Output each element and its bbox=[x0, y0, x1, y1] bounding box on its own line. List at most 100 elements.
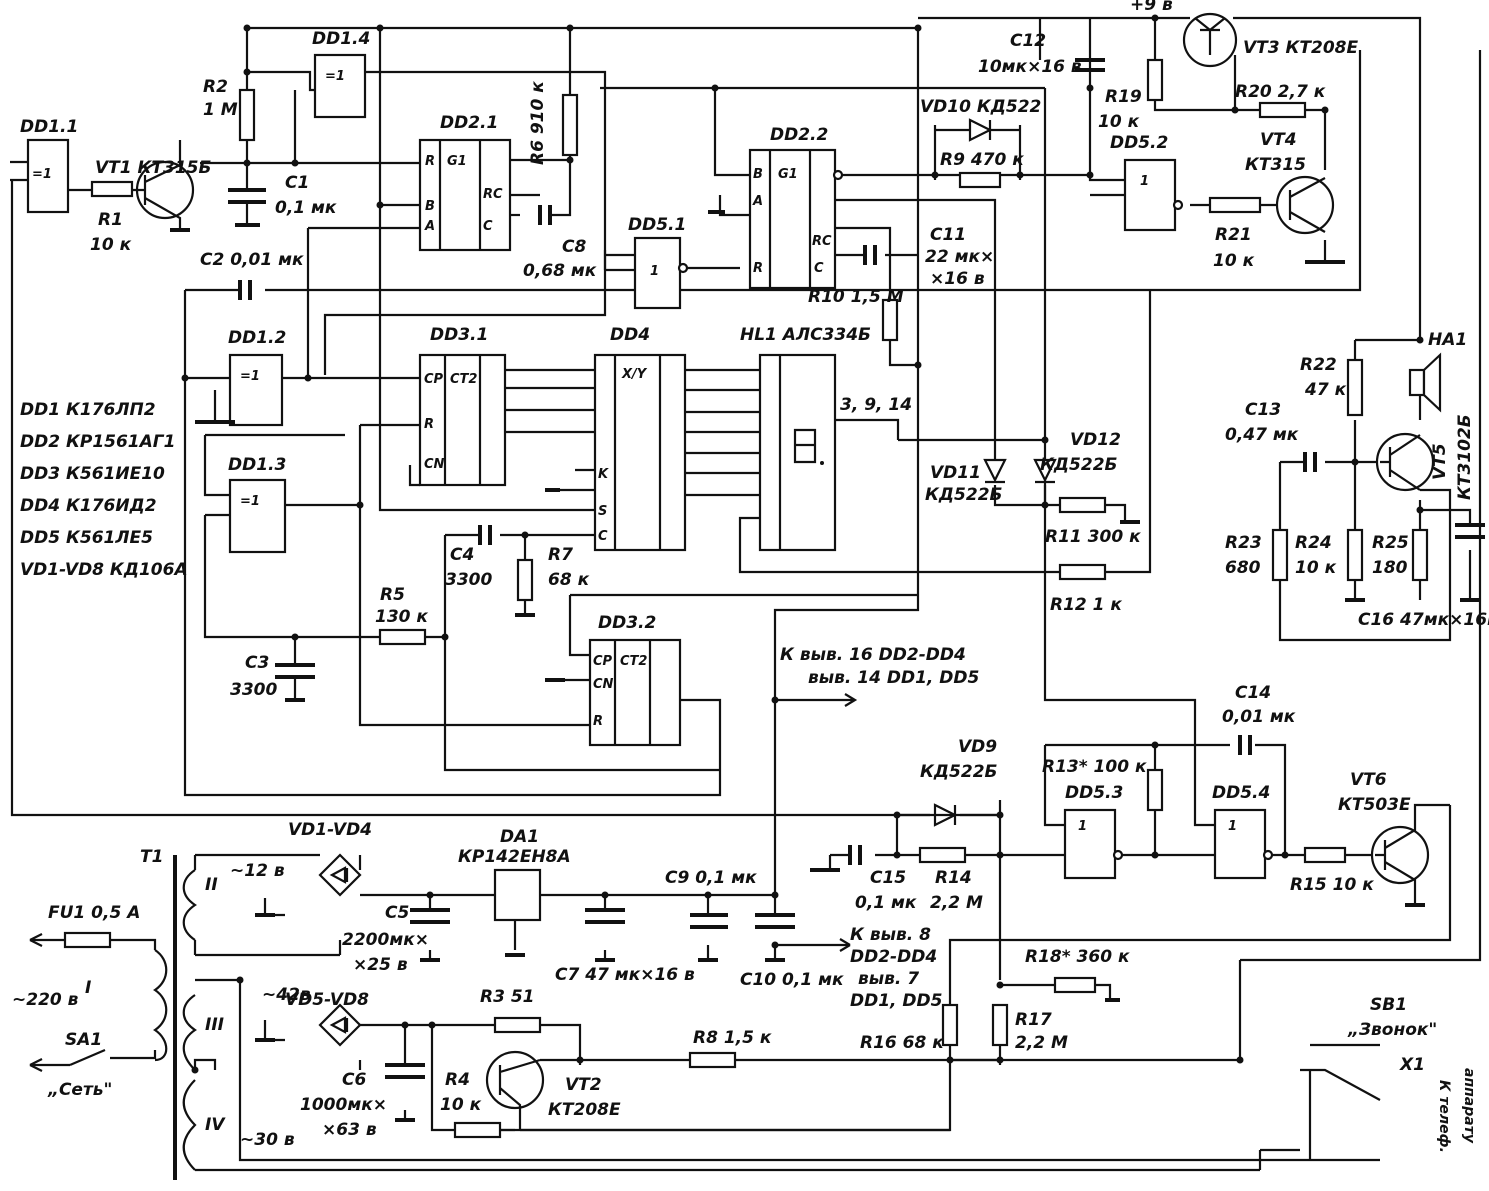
junctions bbox=[181, 14, 1424, 1074]
svg-text:DD1.1: DD1.1 bbox=[20, 117, 78, 137]
svg-text:II: II bbox=[205, 875, 218, 895]
resistor-r24 bbox=[1346, 528, 1364, 582]
svg-text:R: R bbox=[753, 261, 763, 276]
bridge-vd1-vd4 bbox=[318, 853, 362, 897]
svg-text:DD2.1: DD2.1 bbox=[440, 113, 498, 133]
svg-text:RC: RC bbox=[812, 234, 832, 249]
logic-gate-dd1-4: =1 DD1.4 bbox=[312, 29, 370, 119]
svg-text:×63 в: ×63 в bbox=[322, 1120, 377, 1140]
svg-text:КД522Б: КД522Б bbox=[1040, 455, 1118, 475]
logic-gate-dd5-3: 1 DD5.3 bbox=[1063, 783, 1123, 880]
resistor-r15 bbox=[1303, 846, 1347, 864]
svg-text:R19: R19 bbox=[1105, 87, 1142, 107]
diode-vd12 bbox=[1033, 458, 1057, 484]
svg-text:X/Y: X/Y bbox=[621, 367, 648, 382]
transformer-t1 bbox=[29, 855, 197, 1180]
svg-text:VD5-VD8: VD5-VD8 bbox=[285, 990, 369, 1010]
svg-text:~220 в: ~220 в bbox=[12, 990, 79, 1010]
svg-text:G1: G1 bbox=[778, 167, 798, 182]
svg-text:0,01 мк: 0,01 мк bbox=[1222, 707, 1296, 727]
capacitor-c8 bbox=[538, 205, 552, 225]
svg-text:A: A bbox=[752, 194, 763, 209]
svg-text:DD5.3: DD5.3 bbox=[1065, 783, 1123, 803]
svg-text:CN: CN bbox=[424, 457, 445, 472]
svg-text:K: K bbox=[598, 467, 609, 482]
logic-gate-dd5-2: 1 DD5.2 bbox=[1110, 133, 1184, 232]
svg-text:CP: CP bbox=[593, 654, 613, 669]
svg-text:R20 2,7 к: R20 2,7 к bbox=[1235, 82, 1326, 102]
svg-text:R: R bbox=[425, 154, 435, 169]
svg-text:DD2-DD4: DD2-DD4 bbox=[850, 947, 937, 967]
svg-text:DD5.1: DD5.1 bbox=[628, 215, 686, 235]
svg-text:DD5.4: DD5.4 bbox=[1212, 783, 1270, 803]
svg-text:R1: R1 bbox=[98, 210, 123, 230]
svg-text:C2 0,01 мк: C2 0,01 мк bbox=[200, 250, 304, 270]
svg-text:1 М: 1 М bbox=[203, 100, 238, 120]
svg-text:A: A bbox=[424, 219, 435, 234]
svg-text:DD1.4: DD1.4 bbox=[312, 29, 370, 49]
svg-text:VT2: VT2 bbox=[565, 1075, 602, 1095]
resistor-r19 bbox=[1146, 58, 1164, 102]
svg-text:VD11: VD11 bbox=[930, 463, 981, 483]
svg-text:R14: R14 bbox=[935, 868, 972, 888]
svg-text:DD5.2: DD5.2 bbox=[1110, 133, 1168, 153]
capacitor-c6 bbox=[385, 1063, 425, 1079]
svg-text:C5: C5 bbox=[385, 903, 409, 923]
capacitor-c1 bbox=[228, 188, 266, 204]
svg-text:VD12: VD12 bbox=[1070, 430, 1121, 450]
resistor-r13 bbox=[1146, 768, 1164, 812]
svg-text:DD3.2: DD3.2 bbox=[598, 613, 656, 633]
svg-text:VT3 КТ208Е: VT3 КТ208Е bbox=[1243, 38, 1358, 58]
svg-text:VD1-VD4: VD1-VD4 bbox=[288, 820, 372, 840]
svg-text:VD9: VD9 bbox=[958, 737, 997, 757]
capacitor-c2 bbox=[238, 280, 252, 300]
svg-text:10 к: 10 к bbox=[1098, 112, 1140, 132]
resistor-r2 bbox=[238, 88, 256, 142]
svg-text:„Сеть": „Сеть" bbox=[47, 1080, 112, 1100]
counter-dd3-1: CP R CN CT2 DD3.1 bbox=[418, 325, 507, 487]
svg-text:DD1, DD5: DD1, DD5 bbox=[850, 991, 942, 1011]
svg-text:C12: C12 bbox=[1010, 31, 1046, 51]
svg-text:~12 в: ~12 в bbox=[230, 861, 285, 881]
svg-text:680: 680 bbox=[1225, 558, 1261, 578]
svg-text:10 к: 10 к bbox=[440, 1095, 482, 1115]
svg-text:0,68 мк: 0,68 мк bbox=[523, 261, 597, 281]
svg-text:аппарату: аппарату bbox=[1461, 1068, 1477, 1144]
svg-text:R18* 360 к: R18* 360 к bbox=[1025, 947, 1130, 967]
svg-text:R4: R4 bbox=[445, 1070, 470, 1090]
resistor-r4 bbox=[453, 1121, 502, 1139]
svg-text:C16 47мк×16в: C16 47мк×16в bbox=[1358, 610, 1489, 630]
legend-line: DD1 К176ЛП2 bbox=[20, 400, 156, 420]
svg-text:VT4: VT4 bbox=[1260, 130, 1297, 150]
svg-text:3300: 3300 bbox=[445, 570, 492, 590]
semiconductors bbox=[132, 12, 1442, 1130]
resistor-r16 bbox=[941, 1003, 959, 1047]
resistor-r5 bbox=[378, 628, 427, 646]
svg-text:B: B bbox=[425, 199, 435, 214]
svg-text:10 к: 10 к bbox=[1295, 558, 1337, 578]
svg-text:C14: C14 bbox=[1235, 683, 1271, 703]
svg-text:R13* 100 к: R13* 100 к bbox=[1042, 757, 1147, 777]
svg-text:C7 47 мк×16 в: C7 47 мк×16 в bbox=[555, 965, 695, 985]
svg-text:CP: CP bbox=[424, 372, 444, 387]
svg-text:R12 1 к: R12 1 к bbox=[1050, 595, 1122, 615]
component-labels: VT1 КТ315Б R1 10 к R2 1 М C1 0,1 мк C2 0… bbox=[12, 0, 1489, 1153]
ground-symbols bbox=[170, 210, 1480, 1122]
svg-text:×25 в: ×25 в bbox=[353, 955, 408, 975]
logic-gate-dd5-4: 1 DD5.4 bbox=[1212, 783, 1274, 880]
timer-dd2-2: B A R G1 RC C DD2.2 bbox=[748, 125, 844, 290]
svg-text:R: R bbox=[593, 714, 603, 729]
svg-text:R17: R17 bbox=[1015, 1010, 1052, 1030]
resistors bbox=[90, 58, 1429, 1139]
svg-text:×16 в: ×16 в bbox=[930, 269, 985, 289]
svg-text:DA1: DA1 bbox=[500, 827, 539, 847]
transistor-vt1 bbox=[132, 140, 195, 230]
svg-text:КР142ЕН8А: КР142ЕН8А bbox=[458, 847, 571, 867]
regulator-da1: DA1 КР142ЕН8А bbox=[458, 827, 571, 922]
svg-text:CN: CN bbox=[593, 677, 614, 692]
capacitor-c14 bbox=[1238, 735, 1252, 755]
resistor-r3 bbox=[493, 1016, 542, 1034]
svg-text:К телеф.: К телеф. bbox=[1436, 1080, 1452, 1153]
logic-gate-dd1-2: =1 DD1.2 bbox=[228, 328, 286, 427]
